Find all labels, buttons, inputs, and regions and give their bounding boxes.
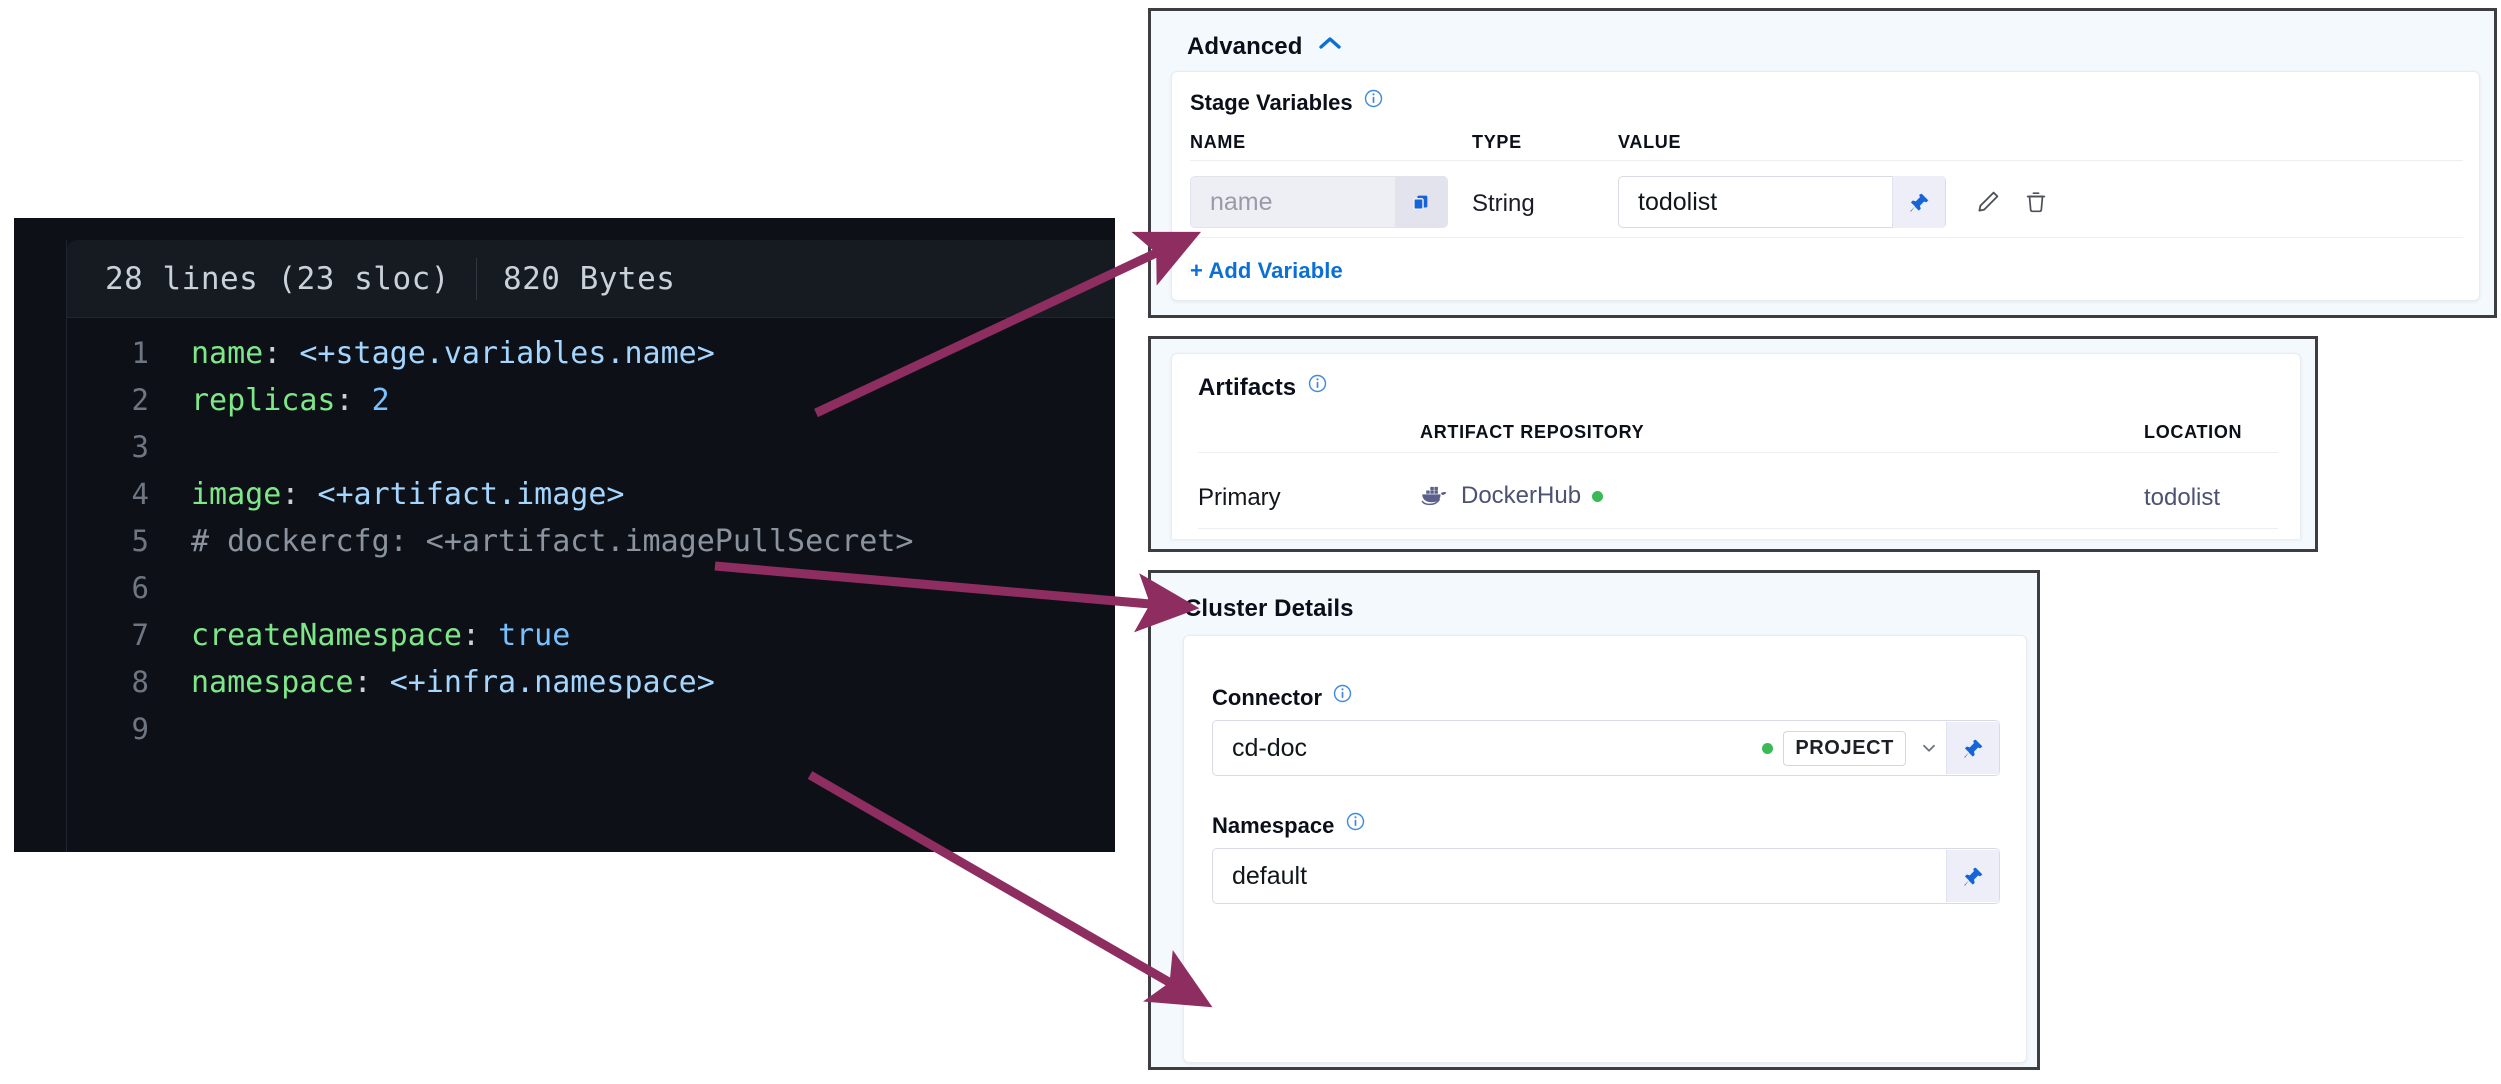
info-icon[interactable] <box>1333 684 1352 703</box>
code-line-text: namespace: <+infra.namespace> <box>191 665 715 700</box>
docker-whale-icon <box>1420 485 1450 507</box>
namespace-value: default <box>1232 861 1308 890</box>
artifacts-title: Artifacts <box>1198 374 1297 401</box>
info-icon[interactable] <box>1364 89 1383 108</box>
code-line: 2 replicas: 2 <box>67 383 1115 430</box>
advanced-header[interactable]: Advanced <box>1187 33 1343 61</box>
namespace-label-wrap: Namespace <box>1212 812 1365 839</box>
code-line: 7 createNamespace: true <box>67 618 1115 665</box>
info-icon[interactable] <box>1346 812 1365 831</box>
chevron-up-icon[interactable] <box>1317 33 1343 53</box>
col-header-type: TYPE <box>1472 132 1522 152</box>
artifacts-divider-top <box>1198 452 2278 453</box>
code-line-text: image: <+artifact.image> <box>191 477 625 512</box>
code-line-number: 7 <box>131 618 149 652</box>
pin-icon[interactable] <box>1892 176 1945 228</box>
code-line: 9 <box>67 712 1115 759</box>
code-line-number: 3 <box>131 430 149 464</box>
pin-icon[interactable] <box>1946 850 1999 902</box>
pencil-icon[interactable] <box>1962 176 2014 228</box>
namespace-input[interactable]: default <box>1212 848 2000 904</box>
artifacts-panel: Artifacts ARTIFACT REPOSITORY LOCATION P… <box>1148 336 2318 552</box>
cluster-details-card: Connector cd-doc PROJECT Namespace defa <box>1183 635 2027 1063</box>
code-line-number: 4 <box>131 477 149 511</box>
artifact-repository-cell: DockerHub <box>1420 482 1604 510</box>
stage-variables-label-wrap: Stage Variables <box>1190 89 1383 116</box>
variable-name-value: name <box>1210 187 1273 216</box>
code-line-number: 9 <box>131 712 149 746</box>
col-header-location: LOCATION <box>2144 422 2243 442</box>
advanced-panel: Advanced Stage Variables NAME TYPE VALUE… <box>1148 8 2497 318</box>
artifacts-card: Artifacts ARTIFACT REPOSITORY LOCATION P… <box>1171 353 2301 539</box>
artifacts-divider-bottom <box>1198 528 2278 529</box>
col-header-name: NAME <box>1190 132 1246 152</box>
variable-value-text: todolist <box>1638 187 1718 216</box>
code-line-text: replicas: 2 <box>191 383 390 418</box>
code-line: 1 name: <+stage.variables.name> <box>67 336 1115 383</box>
code-lines: 1 name: <+stage.variables.name> 2 replicas:… <box>67 318 1115 759</box>
code-line: 3 <box>67 430 1115 477</box>
code-file-meta-bar: 28 lines (23 sloc) 820 Bytes <box>67 240 1115 318</box>
green-status-dot <box>1762 742 1774 754</box>
code-line-text: # dockercfg: <+artifact.imagePullSecret> <box>191 524 914 559</box>
artifact-repository-name: DockerHub <box>1461 482 1582 509</box>
code-line: 5 # dockercfg: <+artifact.imagePullSecret… <box>67 524 1115 571</box>
trash-icon[interactable] <box>2010 176 2062 228</box>
code-line-number: 8 <box>131 665 149 699</box>
add-variable-button[interactable]: + Add Variable <box>1190 258 1343 283</box>
code-line-number: 5 <box>131 524 149 558</box>
connector-input[interactable]: cd-doc PROJECT <box>1212 720 2000 776</box>
copy-icon[interactable] <box>1395 176 1447 228</box>
stage-variables-label: Stage Variables <box>1190 90 1353 115</box>
code-line-number: 6 <box>131 571 149 605</box>
connector-value: cd-doc <box>1232 733 1308 762</box>
green-status-dot <box>1592 490 1604 502</box>
table-row[interactable]: Primary <box>1198 452 2278 528</box>
code-line-number: 1 <box>131 336 149 370</box>
table-row: name String todolist <box>1190 168 2463 236</box>
artifact-location: todolist <box>2144 484 2221 511</box>
variable-name-input[interactable]: name <box>1190 176 1448 228</box>
stage-variables-card: Stage Variables NAME TYPE VALUE name <box>1171 71 2480 301</box>
col-header-artifact-repository: ARTIFACT REPOSITORY <box>1420 422 1645 442</box>
code-line-count: 28 lines (23 sloc) <box>105 260 450 297</box>
artifacts-label-wrap: Artifacts <box>1198 374 1327 402</box>
variable-type-value: String <box>1472 190 1535 217</box>
table-divider-top <box>1190 160 2463 161</box>
connector-label-wrap: Connector <box>1212 684 1352 711</box>
variable-value-input[interactable]: todolist <box>1618 176 1946 228</box>
code-line: 6 <box>67 571 1115 618</box>
connector-label: Connector <box>1212 685 1322 710</box>
code-line: 4 image: <+artifact.image> <box>67 477 1115 524</box>
code-line-text: createNamespace: true <box>191 618 571 653</box>
cluster-details-title: Cluster Details <box>1184 595 1354 622</box>
code-line-text: name: <+stage.variables.name> <box>191 336 715 371</box>
cluster-details-header: Cluster Details <box>1184 595 1354 623</box>
cluster-details-panel: Cluster Details Connector cd-doc PROJECT… <box>1148 570 2040 1070</box>
chevron-down-icon[interactable] <box>1912 738 1946 758</box>
table-divider-bottom <box>1190 237 2463 238</box>
info-icon[interactable] <box>1308 374 1327 393</box>
code-line: 8 namespace: <+infra.namespace> <box>67 665 1115 712</box>
advanced-title: Advanced <box>1187 33 1303 60</box>
connector-scope-badge: PROJECT <box>1783 730 1906 766</box>
code-viewer-panel: 28 lines (23 sloc) 820 Bytes 1 name: <+st… <box>14 218 1115 852</box>
namespace-label: Namespace <box>1212 813 1335 838</box>
code-viewer-inner: 28 lines (23 sloc) 820 Bytes 1 name: <+st… <box>66 240 1115 852</box>
code-byte-size: 820 Bytes <box>502 260 676 297</box>
col-header-value: VALUE <box>1618 132 1682 152</box>
code-line-number: 2 <box>131 383 149 417</box>
pin-icon[interactable] <box>1946 722 1999 774</box>
artifact-type: Primary <box>1198 484 1281 511</box>
meta-divider <box>475 257 477 300</box>
